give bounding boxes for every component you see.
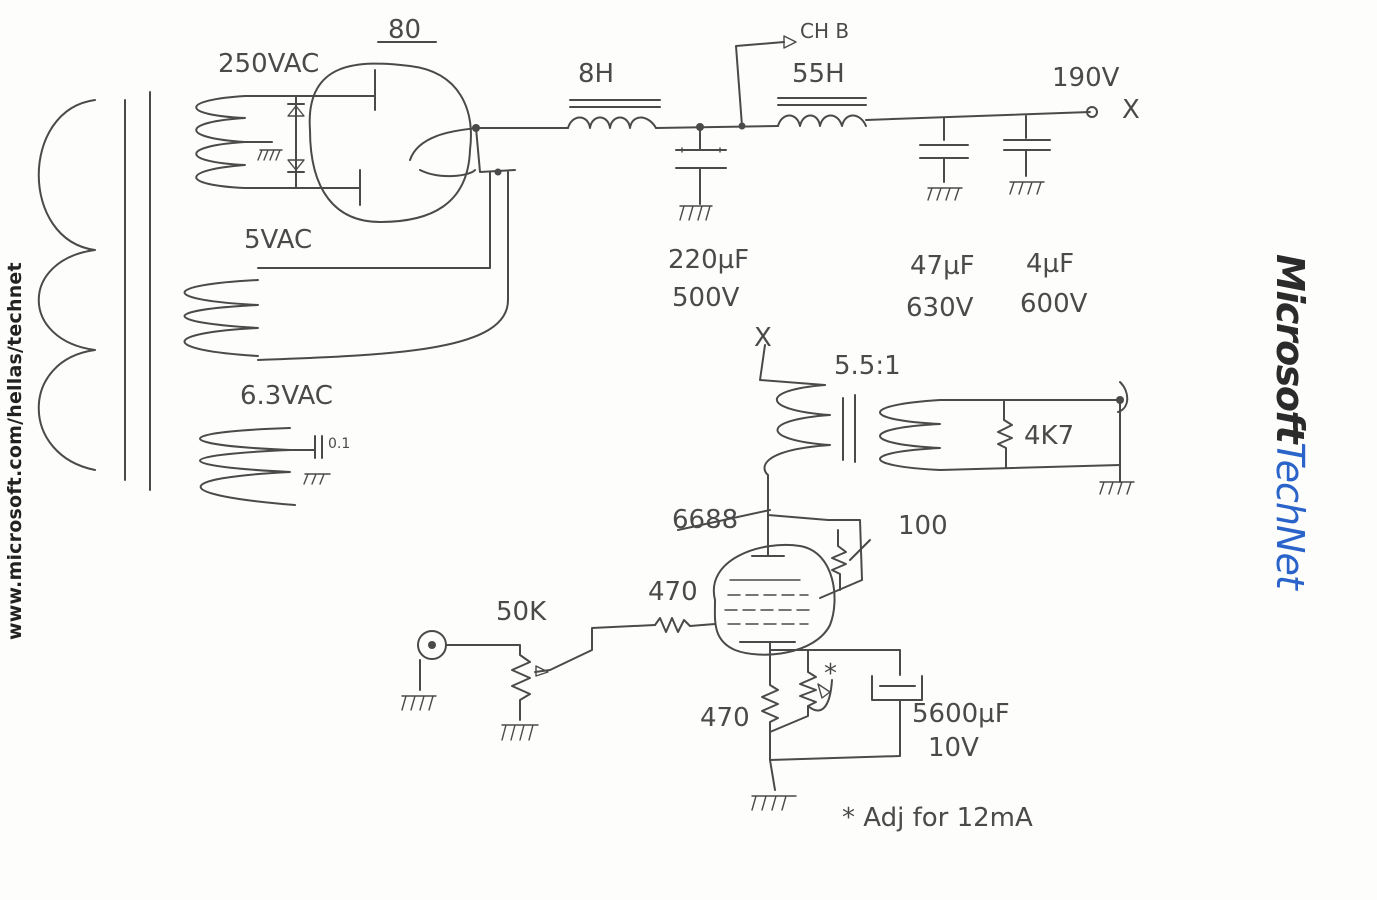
output-tube: 6688 <box>672 505 871 656</box>
cathode-resistor-label: 470 <box>700 703 750 733</box>
cap-3-value: 4µF <box>1026 249 1074 279</box>
b-plus-line <box>475 97 1098 131</box>
cathode-network <box>751 641 923 811</box>
channel-b-tap <box>735 35 797 127</box>
filter-capacitors <box>675 115 1051 221</box>
output-tube-label: 6688 <box>672 505 738 535</box>
technet-logo: MicrosoftTechNet <box>1264 254 1312 614</box>
filament-6v3-label: 6.3VAC <box>240 381 333 411</box>
transformer-ratio-label: 5.5:1 <box>834 351 901 381</box>
cathode-cap-value: 5600µF <box>912 699 1010 729</box>
input-circuit <box>401 617 716 741</box>
b-plus-x-mark: X <box>1122 95 1140 125</box>
rectifier-tube: 80 <box>308 15 476 223</box>
choke-1-label: 8H <box>578 59 614 89</box>
volume-pot-label: 50K <box>496 597 547 627</box>
hv-winding-label: 250VAC <box>218 49 319 79</box>
cap-2-voltage: 630V <box>906 293 974 323</box>
power-transformer <box>37 91 296 506</box>
brand-technet: TechNet <box>1268 442 1312 589</box>
load-resistor-label: 4K7 <box>1024 421 1074 451</box>
channel-b-label: CH B <box>800 19 849 43</box>
cathode-cap-voltage: 10V <box>928 733 979 763</box>
adjust-note: * Adj for 12mA <box>842 803 1033 833</box>
bypass-capacitor <box>289 435 331 485</box>
rectifier-tube-label: 80 <box>388 15 421 45</box>
choke-2-label: 55H <box>792 59 845 89</box>
cap-3-voltage: 600V <box>1020 289 1088 319</box>
output-transformer <box>759 344 1135 516</box>
amp-x-mark: X <box>754 323 772 353</box>
b-plus-label: 190V <box>1052 63 1120 93</box>
microsoft-url-watermark: www.microsoft.com/hellas/technet <box>4 262 26 640</box>
hv-diodes <box>244 95 341 189</box>
cap-1-voltage: 500V <box>672 283 740 313</box>
filament-5v-label: 5VAC <box>244 225 312 255</box>
cap-2-value: 47µF <box>910 251 975 281</box>
brand-microsoft: Microsoft <box>1268 254 1312 443</box>
adjust-mark: * <box>824 659 837 689</box>
screen-resistor-label: 100 <box>898 511 948 541</box>
cap-1-value: 220µF <box>668 245 749 275</box>
grid-stopper-label: 470 <box>648 577 698 607</box>
bypass-cap-label: 0.1 <box>328 436 350 452</box>
